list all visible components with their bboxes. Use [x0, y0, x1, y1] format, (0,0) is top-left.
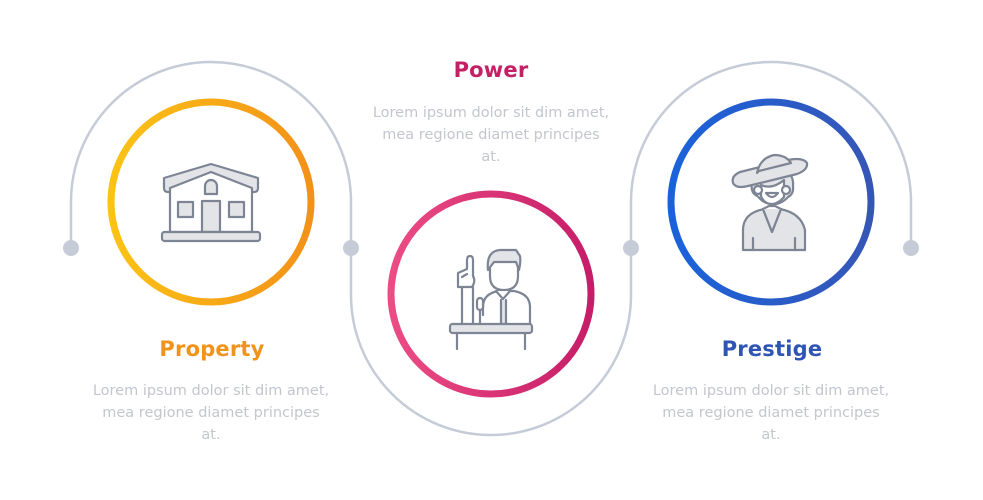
speaker-at-podium-icon: [448, 248, 534, 351]
property-description: Lorem ipsum dolor sit dim amet, mea regi…: [92, 383, 330, 443]
property-title: Property: [159, 337, 265, 361]
house-icon: [160, 162, 262, 243]
connector-dot: [343, 240, 359, 256]
connector-dot: [63, 240, 79, 256]
connector-dot: [903, 240, 919, 256]
lady-with-hat-icon: [731, 153, 809, 252]
connector-line: [69, 60, 913, 437]
power-description: Lorem ipsum dolor sit dim amet, mea regi…: [372, 105, 610, 165]
power-title: Power: [453, 58, 529, 82]
connector-dots: [63, 240, 919, 256]
connector-dot: [623, 240, 639, 256]
prestige-description: Lorem ipsum dolor sit dim amet, mea regi…: [652, 383, 890, 443]
prestige-title: Prestige: [721, 337, 823, 361]
